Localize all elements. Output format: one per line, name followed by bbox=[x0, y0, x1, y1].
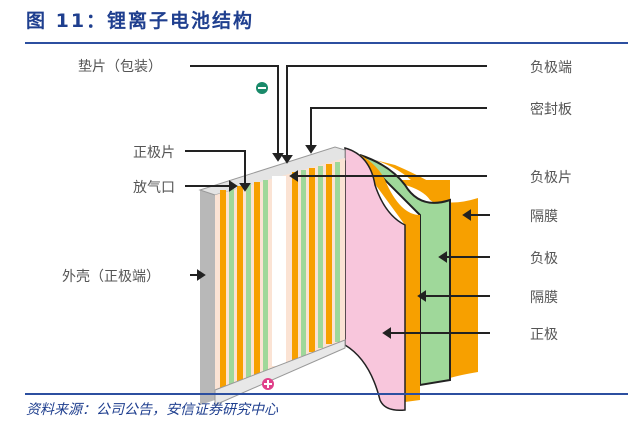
label-separator-1: 隔膜 bbox=[530, 209, 558, 225]
source-note: 资料来源：公司公告，安信证券研究中心 bbox=[26, 402, 278, 418]
leader-lines bbox=[185, 65, 490, 339]
positive-terminal-icon bbox=[262, 378, 274, 390]
separator-inner-layer bbox=[350, 150, 420, 402]
label-gasket: 垫片（包装） bbox=[78, 59, 162, 75]
separator-outer-layer-back bbox=[375, 160, 478, 378]
label-negative-electrode: 负极 bbox=[530, 251, 558, 267]
negative-electrode-layer bbox=[359, 154, 451, 387]
title-divider bbox=[25, 42, 628, 44]
label-casing: 外壳（正极端） bbox=[62, 269, 160, 285]
label-positive-tab: 正极片 bbox=[133, 145, 175, 161]
casing-top-lid bbox=[198, 146, 346, 196]
label-negative-terminal: 负极端 bbox=[530, 60, 572, 76]
label-positive-electrode: 正极 bbox=[530, 327, 558, 343]
label-separator-2: 隔膜 bbox=[530, 290, 558, 306]
casing-bottom bbox=[214, 339, 346, 406]
negative-terminal-icon bbox=[256, 82, 268, 94]
source-divider bbox=[25, 393, 628, 395]
positive-electrode-layer bbox=[344, 147, 406, 412]
label-sealing-plate: 密封板 bbox=[530, 102, 572, 118]
label-negative-tab: 负极片 bbox=[530, 170, 572, 186]
electrode-roll-stripes bbox=[215, 158, 345, 395]
casing-left-wall bbox=[200, 185, 215, 405]
label-vent: 放气口 bbox=[133, 180, 175, 196]
figure-title: 图 11：锂离子电池结构 bbox=[26, 10, 255, 32]
